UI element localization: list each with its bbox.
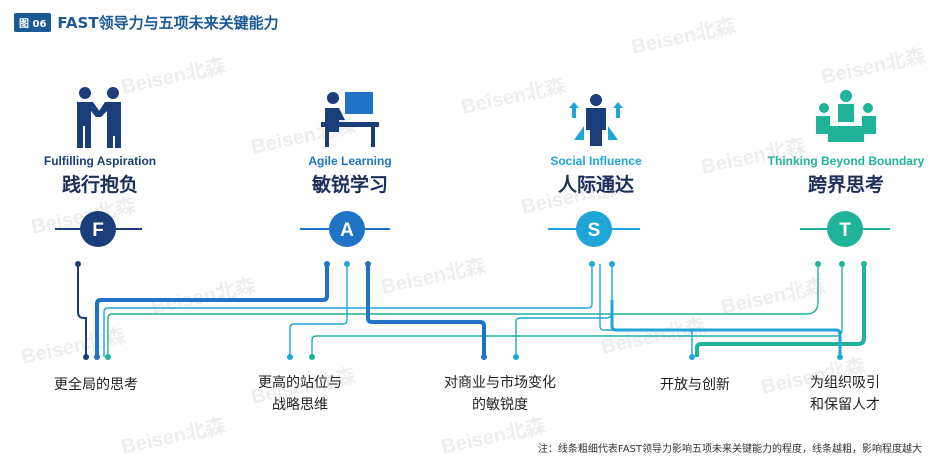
pillar-en-label: Agile Learning — [308, 154, 392, 168]
svg-text:A: A — [340, 220, 354, 241]
outcome-openness-innovation: 开放与创新 — [660, 377, 730, 393]
pillar-a: Agile Learning 敏锐学习 — [250, 82, 450, 197]
letter-circle-a: A — [329, 211, 365, 247]
pillar-s: Social Influence 人际通达 — [496, 82, 696, 197]
team-meeting-icon — [746, 82, 940, 148]
influencer-icon — [496, 82, 696, 148]
pillar-zh-label: 人际通达 — [557, 174, 634, 196]
figure-badge: 图 06 — [14, 13, 52, 32]
pillar-zh-label: 跨界思考 — [807, 174, 884, 196]
letter-circle-t: T — [827, 211, 863, 247]
pillar-en-label: Thinking Beyond Boundary — [767, 154, 925, 168]
pillar-zh-label: 敏锐学习 — [311, 174, 388, 196]
pillar-en-label: Fulfilling Aspiration — [43, 154, 157, 168]
letter-circle-f: F — [80, 211, 116, 247]
pillar-f: Fulfilling Aspiration 践行抱负 — [0, 82, 200, 197]
letter-circle-s: S — [576, 211, 612, 247]
computer-worker-icon — [250, 82, 450, 148]
figure-title: FAST领导力与五项未来关键能力 — [57, 14, 279, 32]
footnote: 注：线条粗细代表FAST领导力影响五项未来关键能力的程度，线条越粗，影响程度越大 — [537, 444, 922, 455]
pillar-zh-label: 践行抱负 — [61, 174, 138, 196]
pillar-en-label: Social Influence — [550, 154, 642, 168]
svg-text:T: T — [839, 220, 851, 241]
outcome-global-thinking: 更全局的思考 — [54, 377, 138, 393]
outcome-strategic-thinking: 更高的站位与 战略思维 — [258, 375, 342, 413]
figure-header: 图 06 FAST领导力与五项未来关键能力 — [14, 12, 279, 33]
pillar-t: Thinking Beyond Boundary 跨界思考 — [746, 82, 940, 197]
handshake-icon — [0, 82, 200, 148]
outcome-talent-retention: 为组织吸引 和保留人才 — [810, 375, 880, 413]
outcome-market-sensitivity: 对商业与市场变化 的敏锐度 — [444, 375, 556, 413]
svg-text:F: F — [92, 220, 104, 241]
svg-text:S: S — [588, 220, 601, 241]
